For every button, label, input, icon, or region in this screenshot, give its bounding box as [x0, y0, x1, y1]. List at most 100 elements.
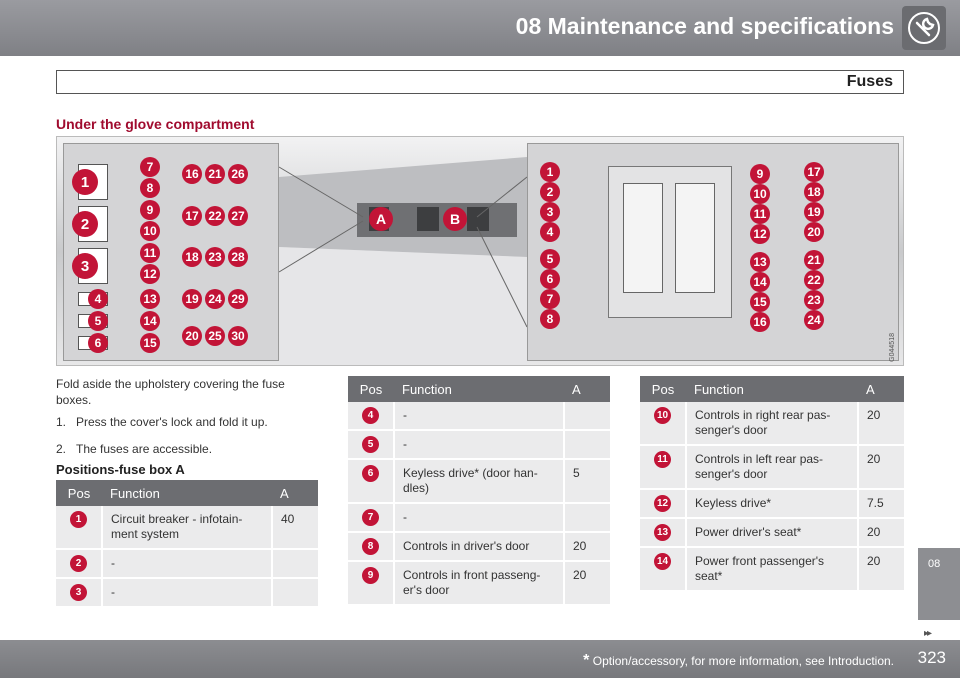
position-badge: 5	[362, 436, 379, 453]
fuse-number: 13	[750, 252, 770, 272]
fuse-number: 12	[750, 224, 770, 244]
col-header-function: Function	[394, 376, 564, 402]
function-cell: Controls in front passeng-er's door	[394, 561, 565, 606]
fuse-number: 12	[140, 264, 160, 284]
table-row: 11 Controls in left rear pas-senger's do…	[640, 445, 904, 490]
fuse-number: 11	[140, 243, 160, 263]
page-number: 323	[917, 648, 946, 667]
fuse-location-illustration: 1 2 3 4 5 6 7 8 9 10 11 12 13 14 15 16 1…	[56, 136, 904, 366]
fuse-number: 28	[228, 247, 248, 267]
step-text: Press the cover's lock and fold it up.	[76, 415, 268, 429]
fuse-number: 7	[140, 157, 160, 177]
table-row: 13 Power driver's seat* 20	[640, 518, 904, 548]
function-cell: Controls in left rear pas-senger's door	[686, 445, 859, 490]
pos-cell: 9	[348, 561, 395, 606]
image-id: G044518	[889, 333, 896, 362]
position-badge: 12	[654, 495, 671, 512]
fuse-number: 15	[140, 333, 160, 353]
table-row: 2 -	[56, 549, 318, 579]
amp-cell: 7.5	[858, 489, 904, 519]
function-cell: Keyless drive* (door han-dles)	[394, 459, 565, 504]
section-title: Fuses	[846, 73, 893, 90]
function-cell: Power driver's seat*	[686, 518, 859, 548]
amp-cell	[272, 549, 318, 579]
fuse-number: 20	[804, 222, 824, 242]
fuse-number: 22	[804, 270, 824, 290]
function-cell: Circuit breaker - infotain-ment system	[102, 506, 273, 550]
fuse-number: 21	[804, 250, 824, 270]
function-cell: Controls in driver's door	[394, 532, 565, 562]
next-page-arrows-icon[interactable]: ▸▸	[924, 628, 932, 639]
fuse-number: 10	[140, 221, 160, 241]
position-badge: 1	[70, 511, 87, 528]
step-item: 1. Press the cover's lock and fold it up…	[56, 414, 318, 430]
fuse-number: 17	[804, 162, 824, 182]
fuse-number: 8	[540, 309, 560, 329]
table-row: 14 Power front passenger's seat* 20	[640, 547, 904, 592]
col-header-pos: Pos	[640, 376, 686, 402]
step-text: The fuses are accessible.	[76, 442, 213, 456]
pos-cell: 7	[348, 503, 395, 533]
footnote-text: Option/accessory, for more information, …	[592, 654, 894, 668]
table-row: 10 Controls in right rear pas-senger's d…	[640, 402, 904, 446]
col-header-amp: A	[858, 376, 904, 402]
section-title-bar: Fuses	[56, 70, 904, 94]
fuse-number: 18	[182, 247, 202, 267]
function-cell: Keyless drive*	[686, 489, 859, 519]
amp-cell: 20	[858, 547, 904, 592]
intro-text: Fold aside the upholstery covering the f…	[56, 377, 285, 407]
position-badge: 13	[654, 524, 671, 541]
pos-cell: 4	[348, 402, 395, 431]
position-badge: 8	[362, 538, 379, 555]
pos-cell: 12	[640, 489, 687, 519]
table-row: 8 Controls in driver's door 20	[348, 532, 610, 562]
fuse-number: 4	[540, 222, 560, 242]
function-cell: -	[102, 549, 273, 579]
fuse-number: 7	[540, 289, 560, 309]
pos-cell: 2	[56, 549, 103, 579]
table-header-row: Pos Function A	[56, 480, 318, 506]
chapter-number: 08	[928, 558, 941, 570]
position-badge: 2	[70, 555, 87, 572]
col-header-pos: Pos	[56, 480, 102, 506]
position-badge: 14	[654, 553, 671, 570]
fuse-number: 24	[205, 289, 225, 309]
fuse-number: 24	[804, 310, 824, 330]
connector	[623, 183, 663, 293]
fuse-number: 1	[72, 169, 98, 195]
fuse-number: 9	[140, 200, 160, 220]
pos-cell: 10	[640, 402, 687, 446]
fuse-number: 11	[750, 204, 770, 224]
function-cell: -	[394, 503, 565, 533]
subsection-heading: Under the glove compartment	[56, 116, 255, 132]
fuse-number: 29	[228, 289, 248, 309]
table-row: 3 -	[56, 578, 318, 608]
function-cell: -	[394, 430, 565, 460]
chapter-side-tab[interactable]: 08	[918, 548, 960, 620]
amp-cell	[564, 430, 610, 460]
fuse-number: 18	[804, 182, 824, 202]
position-badge: 11	[654, 451, 671, 468]
connector	[675, 183, 715, 293]
pos-cell: 13	[640, 518, 687, 548]
step-list: 1. Press the cover's lock and fold it up…	[56, 414, 318, 468]
fuse-number: 25	[205, 326, 225, 346]
pos-cell: 11	[640, 445, 687, 490]
fuse-number: 5	[88, 311, 108, 331]
pos-cell: 8	[348, 532, 395, 562]
amp-cell	[272, 578, 318, 608]
fuse-number: 14	[140, 311, 160, 331]
fuse-number: 5	[540, 249, 560, 269]
fuse-number: 16	[750, 312, 770, 332]
fuse-number: 4	[88, 289, 108, 309]
amp-cell	[564, 402, 610, 431]
fuse-box-a-label: A	[369, 207, 393, 231]
fuse-number: 15	[750, 292, 770, 312]
amp-cell: 20	[858, 518, 904, 548]
function-cell: -	[102, 578, 273, 608]
fuse-number: 6	[88, 333, 108, 353]
amp-cell: 40	[272, 506, 318, 550]
fuse-number: 16	[182, 164, 202, 184]
fuse-number: 10	[750, 184, 770, 204]
table-header-row: Pos Function A	[348, 376, 610, 402]
